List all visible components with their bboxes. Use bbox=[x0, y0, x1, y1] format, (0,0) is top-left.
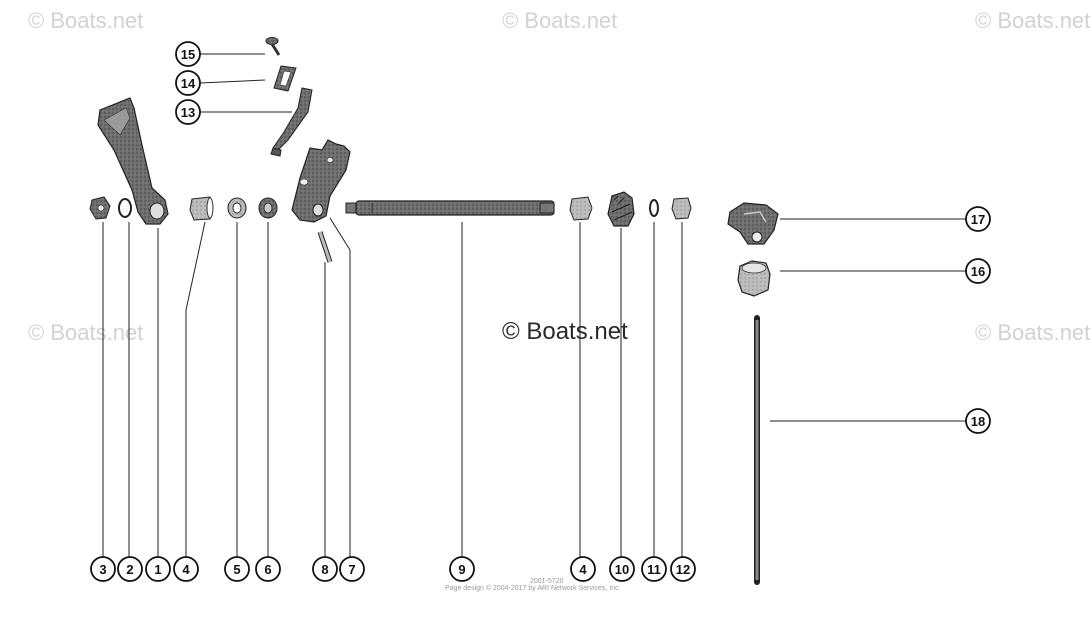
callout-2-label: 2 bbox=[126, 562, 133, 577]
callout-9: 9 bbox=[449, 556, 475, 582]
callout-3: 3 bbox=[90, 556, 116, 582]
callout-15: 15 bbox=[175, 41, 201, 67]
callout-11: 11 bbox=[641, 556, 667, 582]
part-1-tiller-arm bbox=[97, 97, 169, 225]
callouts: 15 14 13 3 2 1 4 5 6 8 7 9 4 10 11 12 17… bbox=[90, 41, 991, 582]
callout-16: 16 bbox=[965, 258, 991, 284]
part-7-throttle-bracket bbox=[291, 139, 351, 223]
part-4-bushing-left bbox=[189, 196, 214, 221]
part-12-cap bbox=[671, 197, 692, 220]
callout-12-label: 12 bbox=[676, 562, 690, 577]
part-11-washer bbox=[649, 199, 659, 217]
callout-10: 10 bbox=[609, 556, 635, 582]
part-9-shaft bbox=[345, 200, 555, 216]
watermark-mid-right: © Boats.net bbox=[975, 320, 1090, 345]
part-6-seal bbox=[258, 197, 278, 219]
callout-15-label: 15 bbox=[181, 47, 195, 62]
callout-4-right-label: 4 bbox=[579, 562, 587, 577]
diagram-code: 2001-5720 bbox=[530, 578, 564, 585]
callout-14-label: 14 bbox=[181, 76, 196, 91]
leader-4-left bbox=[185, 221, 206, 557]
callout-16-label: 16 bbox=[971, 264, 985, 279]
callout-1-label: 1 bbox=[154, 562, 161, 577]
callout-9-label: 9 bbox=[458, 562, 465, 577]
part-16-sleeve bbox=[737, 260, 771, 297]
callout-7: 7 bbox=[339, 556, 365, 582]
part-17-knob bbox=[727, 202, 779, 245]
watermark-top-center: © Boats.net bbox=[502, 8, 618, 33]
callout-18-label: 18 bbox=[971, 414, 985, 429]
leader-14 bbox=[199, 79, 266, 84]
part-14-plate bbox=[273, 65, 297, 92]
callout-4-right: 4 bbox=[570, 556, 596, 582]
callout-6-label: 6 bbox=[264, 562, 271, 577]
callout-5: 5 bbox=[224, 556, 250, 582]
callout-6: 6 bbox=[255, 556, 281, 582]
part-8-pin bbox=[317, 231, 333, 263]
callout-13: 13 bbox=[175, 99, 201, 125]
callout-5-label: 5 bbox=[233, 562, 240, 577]
callout-4-left-label: 4 bbox=[182, 562, 190, 577]
leader-lines bbox=[102, 53, 966, 557]
callout-17-label: 17 bbox=[971, 212, 985, 227]
leader-7 bbox=[329, 217, 351, 557]
callout-8-label: 8 bbox=[321, 562, 328, 577]
watermark-mid-left: © Boats.net bbox=[28, 320, 144, 345]
part-10-gear bbox=[607, 191, 635, 227]
callout-10-label: 10 bbox=[615, 562, 629, 577]
callout-17: 17 bbox=[965, 206, 991, 232]
fine-print: 2001-5720 Page design © 2004-2017 by ARI… bbox=[445, 578, 621, 592]
part-13-bracket bbox=[270, 87, 313, 157]
callout-18: 18 bbox=[965, 408, 991, 434]
part-3-nut bbox=[89, 196, 111, 220]
callout-3-label: 3 bbox=[99, 562, 106, 577]
callout-13-label: 13 bbox=[181, 105, 195, 120]
callout-8: 8 bbox=[312, 556, 338, 582]
callout-2: 2 bbox=[117, 556, 143, 582]
part-5-washer bbox=[227, 197, 247, 219]
watermark-top-right: © Boats.net bbox=[975, 8, 1090, 33]
part-15-screw bbox=[265, 37, 281, 56]
callout-4-left: 4 bbox=[173, 556, 199, 582]
callout-12: 12 bbox=[670, 556, 696, 582]
watermark-top-left: © Boats.net bbox=[28, 8, 144, 33]
callout-11-label: 11 bbox=[647, 562, 661, 577]
copyright-line: Page design © 2004-2017 by ARI Network S… bbox=[445, 585, 621, 592]
part-4-bushing-right bbox=[569, 196, 593, 221]
callout-14: 14 bbox=[175, 70, 201, 96]
part-2-washer bbox=[118, 198, 132, 218]
center-copyright-mark: © Boats.net bbox=[502, 318, 628, 345]
callout-1: 1 bbox=[145, 556, 171, 582]
callout-7-label: 7 bbox=[348, 562, 355, 577]
